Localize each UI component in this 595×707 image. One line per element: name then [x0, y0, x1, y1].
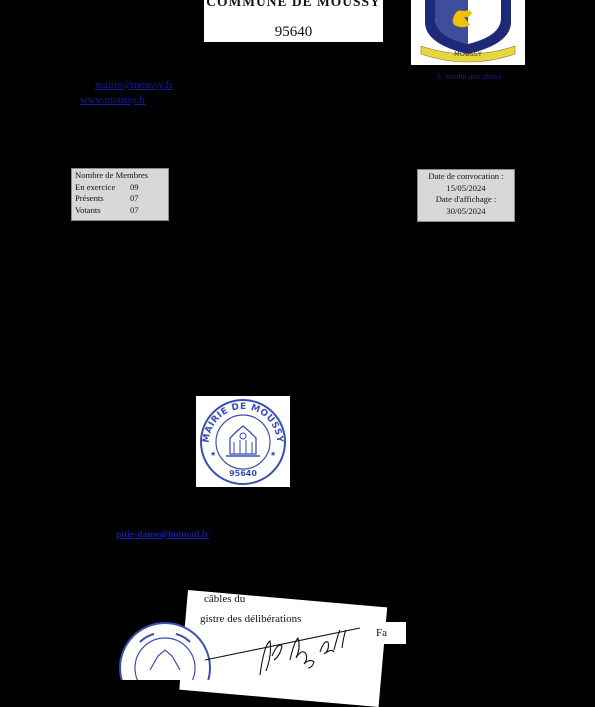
mairie-stamp: MAIRIE DE MOUSSY 95640 ★ ★ — [196, 396, 290, 487]
email-link[interactable]: mairie@moussy.fr — [95, 80, 173, 91]
members-title: Nombre de Membres — [75, 170, 149, 180]
commune-postal-code: 95640 — [274, 24, 313, 40]
svg-text:★: ★ — [270, 450, 276, 458]
stamp-ring-text: MAIRIE DE MOUSSY — [202, 402, 284, 443]
text-strip — [366, 622, 406, 644]
affichage-date: 30/05/2024 — [446, 205, 486, 216]
fragment-text-3: Fa — [376, 627, 387, 639]
mairie-stamp-icon: MAIRIE DE MOUSSY 95640 ★ ★ — [200, 399, 286, 485]
commune-header: COMMUNE DE MOUSSY 95640 — [204, 0, 383, 42]
signature-and-stamp — [119, 622, 361, 680]
members-label: Votants — [75, 204, 101, 215]
members-row-presents: Présents 07 — [75, 193, 168, 205]
handwritten-signature-icon — [204, 627, 361, 676]
coat-of-arms-icon: MOUSSY — [420, 0, 516, 63]
coat-of-arms: MOUSSY — [411, 0, 525, 65]
convocation-date: 15/05/2024 — [446, 182, 486, 193]
members-row-exercice: En exercice 09 — [75, 182, 168, 194]
members-value: 09 — [130, 181, 139, 192]
commune-name: COMMUNE DE MOUSSY — [206, 0, 381, 9]
members-label: En exercice — [75, 181, 116, 192]
members-value: 07 — [130, 193, 139, 203]
crest-motto: le moulin aux abeux — [436, 72, 502, 81]
convocation-label: Date de convocation : — [428, 171, 504, 181]
stamp-postal-code: 95640 — [229, 469, 257, 478]
affichage-label: Date d'affichage : — [435, 194, 497, 205]
crest-banner-text: MOUSSY — [454, 50, 482, 58]
members-row-votants: Votants 07 — [75, 205, 168, 217]
contact-email-link[interactable]: pitie-dame@hotmail.fr — [116, 530, 210, 540]
website-link[interactable]: www.moussy.fr — [80, 95, 146, 106]
svg-text:MAIRIE DE MOUSSY: MAIRIE DE MOUSSY — [202, 402, 284, 443]
text-strip — [190, 607, 365, 631]
members-label: Présents — [75, 193, 104, 203]
partial-stamp-icon — [119, 622, 211, 680]
fragment-text-2: gistre des délibérations — [200, 613, 302, 625]
fragment-text-1: câbles du — [204, 593, 246, 605]
convocation-table: Date de convocation : 15/05/2024 Date d'… — [417, 169, 515, 222]
members-table: Nombre de Membres En exercice 09 Présent… — [71, 168, 169, 221]
members-value: 07 — [130, 204, 139, 215]
svg-text:★: ★ — [210, 450, 216, 458]
